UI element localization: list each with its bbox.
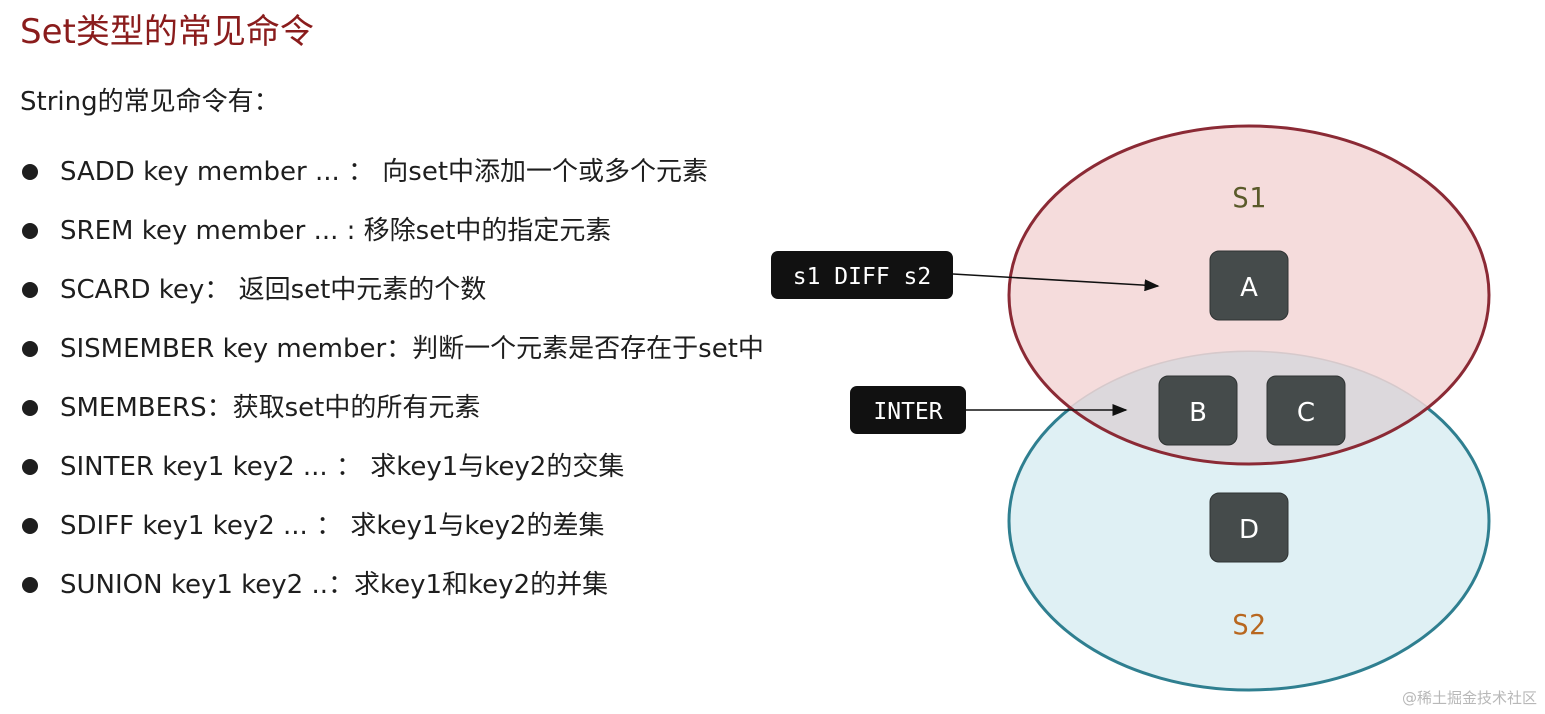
bullet-icon: [22, 458, 38, 475]
set-s2-label: S2: [1232, 608, 1266, 641]
element-a-node: A: [1209, 250, 1289, 321]
command-text: SREM key member ... : 移除set中的指定元素: [60, 215, 612, 246]
command-text: SCARD key： 返回set中元素的个数: [60, 274, 487, 305]
bullet-icon: [22, 222, 38, 239]
inter-callout: INTER: [850, 386, 966, 434]
bullet-icon: [22, 340, 38, 357]
diff-arrow: [952, 273, 1160, 292]
watermark: @稀土掘金技术社区: [1401, 689, 1537, 707]
element-d-node: D: [1209, 492, 1289, 563]
page-title: Set类型的常见命令: [20, 12, 314, 52]
list-item: SREM key member ... : 移除set中的指定元素: [22, 201, 764, 260]
bullet-icon: [22, 281, 38, 298]
bullet-icon: [22, 576, 38, 593]
command-text: SDIFF key1 key2 ... ： 求key1与key2的差集: [60, 510, 605, 541]
element-c-node: C: [1266, 375, 1346, 446]
list-item: SCARD key： 返回set中元素的个数: [22, 260, 764, 319]
element-b-label: B: [1189, 398, 1207, 428]
list-item: SDIFF key1 key2 ... ： 求key1与key2的差集: [22, 496, 764, 555]
intersection-region: [1009, 352, 1489, 464]
inter-callout-label: INTER: [873, 399, 942, 425]
command-list: SADD key member ... ： 向set中添加一个或多个元素 SRE…: [22, 142, 764, 614]
element-c-label: C: [1297, 398, 1315, 428]
list-item: SMEMBERS：获取set中的所有元素: [22, 378, 764, 437]
element-b-node: B: [1158, 375, 1238, 446]
set-s1-label: S1: [1232, 181, 1266, 214]
command-text: SUNION key1 key2 ..：求key1和key2的并集: [60, 569, 609, 600]
list-item: SISMEMBER key member：判断一个元素是否存在于set中: [22, 319, 764, 378]
list-item: SUNION key1 key2 ..：求key1和key2的并集: [22, 555, 764, 614]
diff-callout: s1 DIFF s2: [771, 251, 953, 299]
command-text: SADD key member ... ： 向set中添加一个或多个元素: [60, 156, 709, 187]
diff-callout-label: s1 DIFF s2: [793, 264, 931, 290]
command-text: SINTER key1 key2 ... ： 求key1与key2的交集: [60, 451, 625, 482]
list-item: SADD key member ... ： 向set中添加一个或多个元素: [22, 142, 764, 201]
bullet-icon: [22, 517, 38, 534]
bullet-icon: [22, 399, 38, 416]
list-item: SINTER key1 key2 ... ： 求key1与key2的交集: [22, 437, 764, 496]
bullet-icon: [22, 163, 38, 180]
element-a-label: A: [1240, 273, 1258, 303]
command-text: SISMEMBER key member：判断一个元素是否存在于set中: [60, 333, 764, 364]
intro-text: String的常见命令有：: [20, 87, 280, 117]
set-s1-outline: [1007, 124, 1491, 466]
element-d-label: D: [1239, 515, 1259, 545]
command-text: SMEMBERS：获取set中的所有元素: [60, 392, 481, 423]
